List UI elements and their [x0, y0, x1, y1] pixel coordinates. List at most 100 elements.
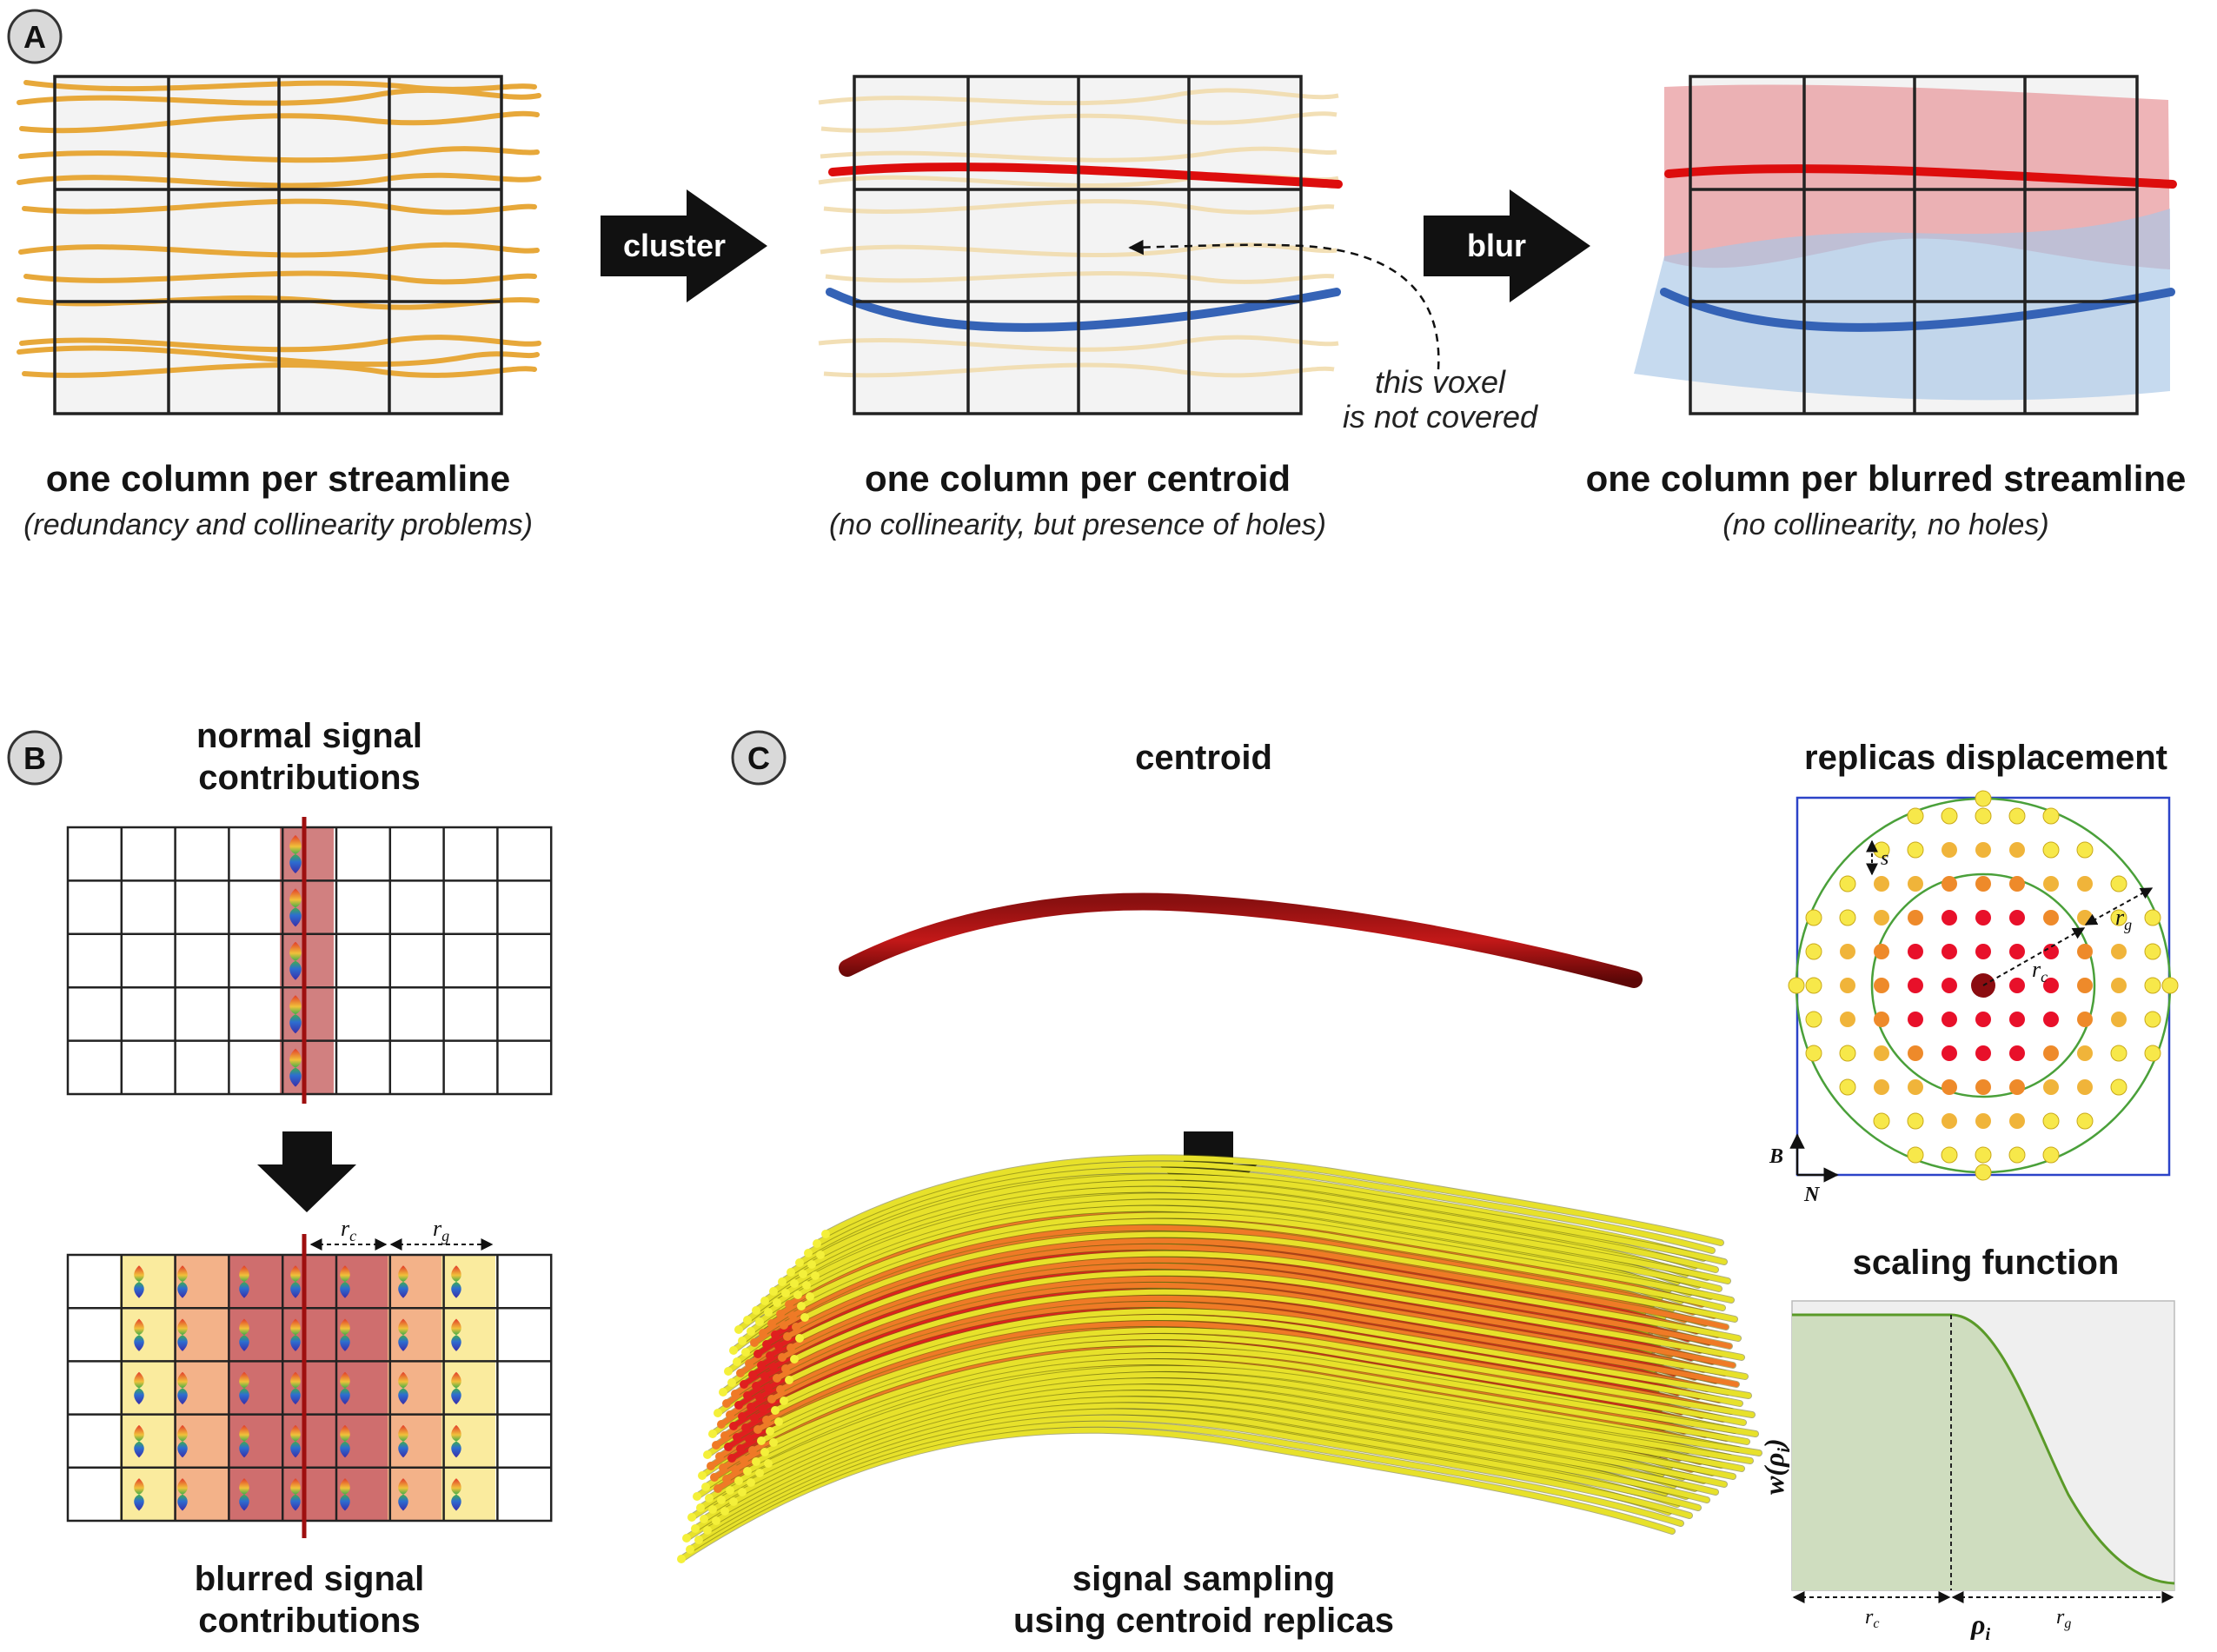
centroid-red — [828, 163, 1343, 189]
replica-tube-end — [693, 1492, 701, 1501]
replica-tube-end — [764, 1308, 773, 1317]
s-symbol: s — [1881, 847, 1888, 870]
replica-tube-end — [760, 1372, 769, 1381]
replica-tube — [740, 1384, 1736, 1495]
replica-tube-end — [793, 1290, 802, 1299]
replica-mid-dot — [1908, 876, 1923, 892]
n-axis-label: N — [1803, 1184, 1821, 1206]
replica-outer-dot — [1907, 841, 1924, 859]
replica-core-dot — [2043, 944, 2059, 959]
replica-tube-end — [729, 1497, 738, 1506]
replica-mid-dot — [1942, 876, 1957, 892]
normal-signal-grid — [66, 817, 553, 1104]
replica-tube — [705, 1409, 1701, 1533]
replica-mid-dot — [1975, 842, 1991, 858]
replica-outer-dot — [1975, 1164, 1992, 1181]
replica-outer-dot — [1907, 1146, 1924, 1164]
replica-core-dot — [1975, 1045, 1991, 1061]
replica-mid-dot — [2077, 944, 2093, 959]
replica-outer-dot — [1975, 1146, 1992, 1164]
replica-tube — [787, 1289, 1748, 1383]
replica-outer-dot — [2144, 909, 2161, 926]
replica-tube-end — [714, 1484, 722, 1493]
dipole-glyph — [239, 1371, 249, 1405]
replica-tube — [722, 1397, 1718, 1514]
dipole-glyph — [177, 1265, 188, 1298]
replica-outer-dot — [1907, 807, 1924, 825]
replica-tube-end — [776, 1385, 785, 1394]
grid-streamlines — [17, 75, 541, 415]
replica-tube-end — [748, 1446, 757, 1455]
dipole-glyph — [239, 1478, 249, 1511]
replica-mid-dot — [1874, 1012, 1889, 1027]
blurred-centroid-red — [1664, 163, 2177, 189]
dipole-glyph — [340, 1318, 350, 1351]
blurred-title-line-1: blurred signal — [195, 1560, 425, 1598]
rc-symbol: rc — [2032, 957, 2048, 985]
replica-tube-end — [764, 1459, 773, 1468]
replica-mid-dot — [1942, 1113, 1957, 1129]
centroid-tube — [839, 892, 1643, 988]
replica-mid-dot — [2111, 944, 2127, 959]
replica-tube-end — [724, 1367, 733, 1376]
replica-tube-end — [712, 1441, 720, 1450]
replica-tube-end — [712, 1516, 720, 1525]
replica-outer-dot — [1941, 1146, 1958, 1164]
replica-core-dot — [1942, 1012, 1957, 1027]
replica-outer-dot — [1839, 1078, 1856, 1096]
replica-dots — [1788, 790, 2179, 1181]
normal-title-line-2: contributions — [198, 759, 421, 797]
replica-mid-dot — [1874, 944, 1889, 959]
replica-tube-end — [752, 1306, 760, 1315]
dipole-glyph — [451, 1318, 461, 1351]
replica-mid-dot — [2043, 910, 2059, 926]
replica-tube — [823, 1155, 1723, 1245]
replica-tube-end — [747, 1403, 755, 1411]
replica-tube-end — [719, 1388, 727, 1397]
dipole-glyph — [134, 1318, 144, 1351]
replica-outer-dot — [2110, 875, 2127, 892]
replica-tube-end — [816, 1251, 825, 1259]
replica-tube — [818, 1174, 1727, 1264]
replica-core-dot — [2009, 978, 2025, 993]
replica-tube-end — [755, 1469, 764, 1477]
b-axis-label: B — [1769, 1145, 1783, 1168]
replica-core-dot — [1942, 944, 1957, 959]
replicas-displacement-diagram: rc rg s B N — [1769, 790, 2179, 1206]
replica-tube-end — [767, 1395, 776, 1403]
replica-outer-dot — [2042, 841, 2060, 859]
replica-tube-end — [750, 1414, 759, 1423]
replica-tube — [792, 1270, 1744, 1362]
scaling-rc-label: rc — [1865, 1606, 1879, 1631]
replica-tube-end — [687, 1513, 696, 1522]
blurred-grid-lines — [66, 1253, 553, 1523]
replica-outer-dot — [1975, 790, 1992, 807]
replica-tube-end — [762, 1340, 771, 1349]
replica-tube-end — [745, 1435, 753, 1443]
replica-tube-end — [682, 1534, 691, 1543]
replica-tube-end — [766, 1351, 774, 1360]
scaling-rg-label: rg — [2056, 1606, 2071, 1631]
replica-tube-end — [731, 1390, 740, 1398]
replica-tube-end — [734, 1476, 743, 1485]
replica-tube-end — [755, 1317, 764, 1326]
scaling-x-label: ρi — [1970, 1609, 1990, 1644]
replica-tube-end — [774, 1342, 783, 1350]
replica-mid-dot — [2043, 876, 2059, 892]
replica-tube-end — [740, 1380, 748, 1389]
replica-tube-end — [753, 1350, 762, 1358]
replica-tube-end — [729, 1422, 738, 1430]
replica-core-dot — [1942, 910, 1957, 926]
replica-tube-end — [741, 1348, 750, 1357]
replica-tube-end — [795, 1258, 804, 1267]
replica-tube-end — [766, 1427, 774, 1436]
rc-label: rc — [341, 1216, 356, 1244]
replica-tube-end — [710, 1473, 719, 1482]
col2-caption: (no collinearity, but presence of holes) — [829, 508, 1326, 541]
dipole-glyph — [290, 1318, 301, 1351]
replica-mid-dot — [1840, 978, 1855, 993]
replica-tube-end — [811, 1271, 820, 1280]
replica-tube — [813, 1193, 1730, 1284]
replica-tube-end — [720, 1431, 729, 1440]
